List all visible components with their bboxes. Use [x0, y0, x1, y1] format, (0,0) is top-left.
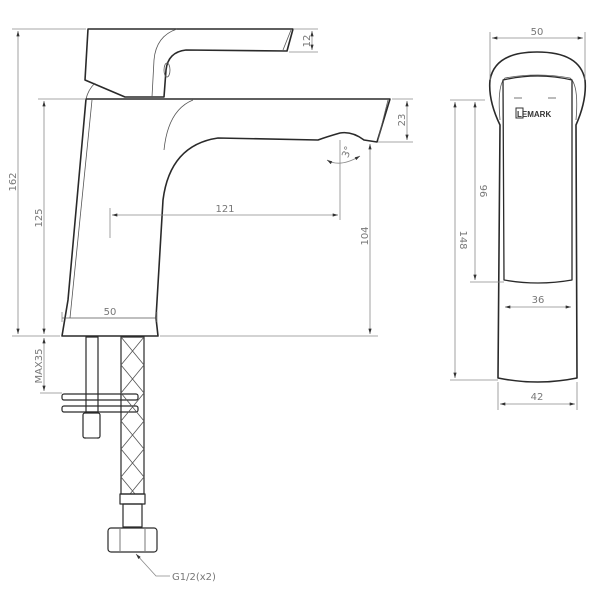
dim-label: 12 — [302, 35, 313, 48]
dim-front-96: 96 — [470, 102, 504, 283]
dim-50-base: 50 — [61, 307, 158, 322]
front-view-body: LEMARK — [488, 51, 587, 383]
dim-label: 148 — [457, 230, 468, 249]
dim-162: 162 — [8, 28, 86, 337]
dim-label: 125 — [34, 208, 45, 227]
mounting-rod — [82, 336, 101, 439]
dim-front-42: 42 — [497, 382, 578, 410]
dim-label: 50 — [104, 307, 117, 318]
dim-front-50: 50 — [489, 27, 586, 80]
dim-label: 3° — [341, 145, 355, 159]
dim-12: 12 — [289, 28, 318, 53]
dim-label: 50 — [531, 27, 544, 38]
dim-label: 104 — [360, 226, 371, 245]
thread-label: G1/2(x2) — [172, 572, 216, 583]
dim-label: 23 — [397, 114, 408, 127]
dim-angle: 3° — [326, 145, 361, 165]
dim-label: 42 — [531, 392, 544, 403]
dim-104: 104 — [160, 144, 378, 337]
handle-lever — [84, 28, 294, 100]
dim-label: 162 — [8, 172, 19, 191]
dim-125: 125 — [34, 98, 86, 334]
dim-121: 121 — [109, 140, 341, 238]
dim-label: 96 — [477, 185, 488, 198]
dim-front-36: 36 — [505, 295, 571, 309]
dim-front-148: 148 — [450, 99, 498, 381]
dim-label: 121 — [215, 204, 234, 215]
dim-max35: MAX35 — [34, 338, 62, 394]
faucet-body — [61, 98, 391, 337]
dim-23: 23 — [378, 98, 413, 143]
mounting-plates — [61, 393, 139, 413]
flexible-hose — [107, 336, 158, 553]
dim-label: MAX35 — [34, 348, 45, 383]
dim-label: 36 — [532, 295, 545, 306]
brand-logo: LEMARK — [517, 110, 551, 119]
thread-callout: G1/2(x2) — [135, 553, 216, 583]
